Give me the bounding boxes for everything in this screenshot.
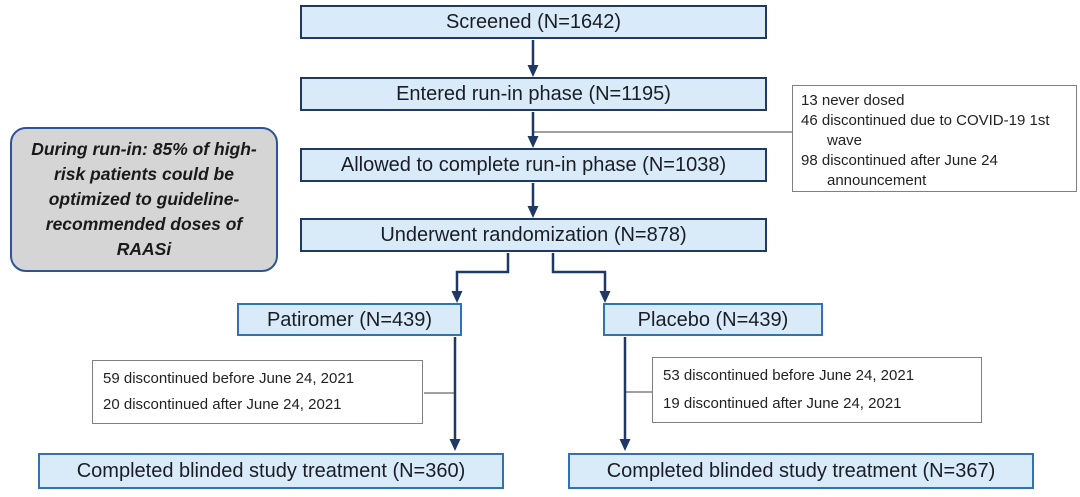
note-line: 98 discontinued after June 24 announceme… [801, 151, 998, 189]
note-line: 59 discontinued before June 24, 2021 [103, 370, 355, 387]
flow-box-randomized: Underwent randomization (N=878) [300, 218, 767, 252]
flow-box-patiromer-arm: Patiromer (N=439) [237, 303, 462, 336]
note-line: 13 never dosed [801, 92, 905, 109]
note-line: 46 discontinued due to COVID-19 1st wave [801, 111, 1050, 149]
flow-box-completed-placebo: Completed blinded study treatment (N=367… [568, 453, 1034, 489]
note-line: 19 discontinued after June 24, 2021 [663, 395, 902, 412]
note-patiromer-discontinued: 59 discontinued before June 24, 2021 20 … [92, 360, 423, 424]
note-run-in-highlight: During run-in: 85% of high-risk patients… [10, 127, 278, 272]
flow-box-screened: Screened (N=1642) [300, 5, 767, 39]
flow-box-completed-patiromer: Completed blinded study treatment (N=360… [38, 453, 504, 489]
flow-box-placebo-arm: Placebo (N=439) [603, 303, 823, 336]
note-placebo-discontinued: 53 discontinued before June 24, 2021 19 … [652, 357, 982, 423]
flow-box-entered-run-in: Entered run-in phase (N=1195) [300, 77, 767, 111]
flow-box-allowed-complete-run-in: Allowed to complete run-in phase (N=1038… [300, 148, 767, 182]
note-run-in-exclusions: 13 never dosed 46 discontinued due to CO… [792, 85, 1077, 192]
note-line: 20 discontinued after June 24, 2021 [103, 396, 342, 413]
note-line: 53 discontinued before June 24, 2021 [663, 367, 915, 384]
